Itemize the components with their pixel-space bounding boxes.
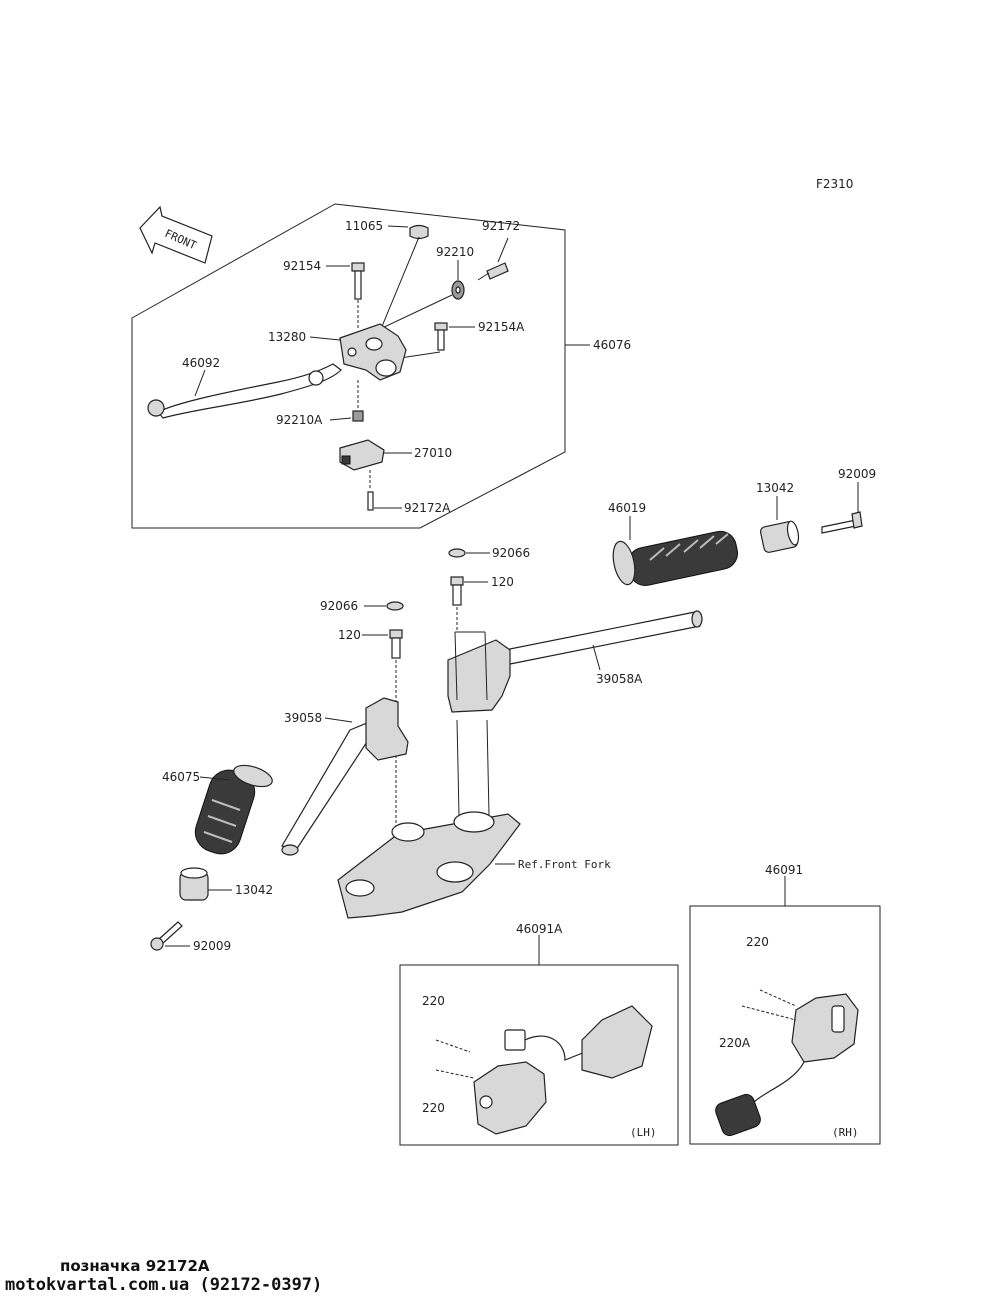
- lever-assembly-frame: [131, 203, 566, 529]
- part-label-39058a: 39058A: [596, 672, 643, 686]
- part-label-92009-bottom: 92009: [193, 939, 231, 953]
- part-label-92066-right: 92066: [492, 546, 530, 560]
- switch-27010: [339, 439, 412, 471]
- part-label-220-lh-bottom: 220: [422, 1101, 445, 1115]
- lever-holder-13280: [309, 323, 407, 381]
- part-label-46091a: 46091A: [516, 922, 563, 936]
- part-label-92009-top: 92009: [838, 467, 876, 481]
- washer-92066-right: [448, 548, 490, 558]
- part-label-ref-front-fork: Ref.Front Fork: [518, 858, 611, 871]
- part-label-46091: 46091: [765, 863, 803, 877]
- part-label-92210a: 92210A: [276, 413, 323, 427]
- part-label-13042-top: 13042: [756, 481, 794, 495]
- bolt-92154a: [399, 322, 475, 359]
- grip-46075: [194, 764, 273, 855]
- part-label-120-right: 120: [491, 575, 514, 589]
- part-label-46075: 46075: [162, 770, 200, 784]
- handlebar-39058: [281, 697, 409, 856]
- part-label-11065: 11065: [345, 219, 383, 233]
- figure-code: F2310: [816, 177, 853, 191]
- guide-line-right-b: [486, 719, 490, 816]
- part-label-39058: 39058: [284, 711, 322, 725]
- handlebar-39058a: [447, 610, 703, 713]
- bolt-120-right: [450, 576, 488, 632]
- screw-92172: [477, 237, 509, 281]
- bolt-92154: [326, 262, 365, 330]
- part-label-220a-rh: 220A: [719, 1036, 751, 1050]
- washer-92210: [377, 260, 465, 331]
- bolt-92009-bottom: [150, 921, 190, 951]
- part-label-92154: 92154: [283, 259, 321, 273]
- part-label-92172: 92172: [482, 219, 520, 233]
- lever-46092: [147, 363, 342, 419]
- source-line: motokvartal.com.ua (92172-0397): [5, 1275, 323, 1295]
- part-label-92172a: 92172A: [404, 501, 451, 515]
- bolt-92009-top: [821, 482, 863, 534]
- part-label-27010: 27010: [414, 446, 452, 460]
- weight-13042-bottom: [179, 867, 232, 901]
- part-label-92210: 92210: [436, 245, 474, 259]
- screw-92172a: [367, 470, 402, 511]
- side-label-lh: (LH): [630, 1126, 657, 1139]
- front-arrow: FRONT: [139, 205, 213, 264]
- guide-line-right-a: [456, 719, 460, 816]
- side-label-rh: (RH): [832, 1126, 859, 1139]
- nut-92210a: [329, 380, 364, 422]
- caption: позначка 92172A: [60, 1257, 210, 1275]
- weight-13042-top: [759, 496, 800, 553]
- part-label-46092: 46092: [182, 356, 220, 370]
- cap-11065: [377, 224, 429, 337]
- part-label-92154a: 92154A: [478, 320, 525, 334]
- part-label-220-rh: 220: [746, 935, 769, 949]
- switch-46091a-lh: [435, 1005, 653, 1135]
- bolt-120-left: [362, 629, 403, 880]
- washer-92066-left: [364, 601, 404, 611]
- part-label-220-lh-top: 220: [422, 994, 445, 1008]
- part-label-120-left: 120: [338, 628, 361, 642]
- part-label-46076: 46076: [593, 338, 631, 352]
- triple-clamp: [337, 811, 521, 919]
- part-label-92066-left: 92066: [320, 599, 358, 613]
- grip-46019: [612, 516, 738, 586]
- part-label-13042-bottom: 13042: [235, 883, 273, 897]
- switch-46091-rh: [715, 989, 859, 1137]
- part-label-46019: 46019: [608, 501, 646, 515]
- part-label-13280: 13280: [268, 330, 306, 344]
